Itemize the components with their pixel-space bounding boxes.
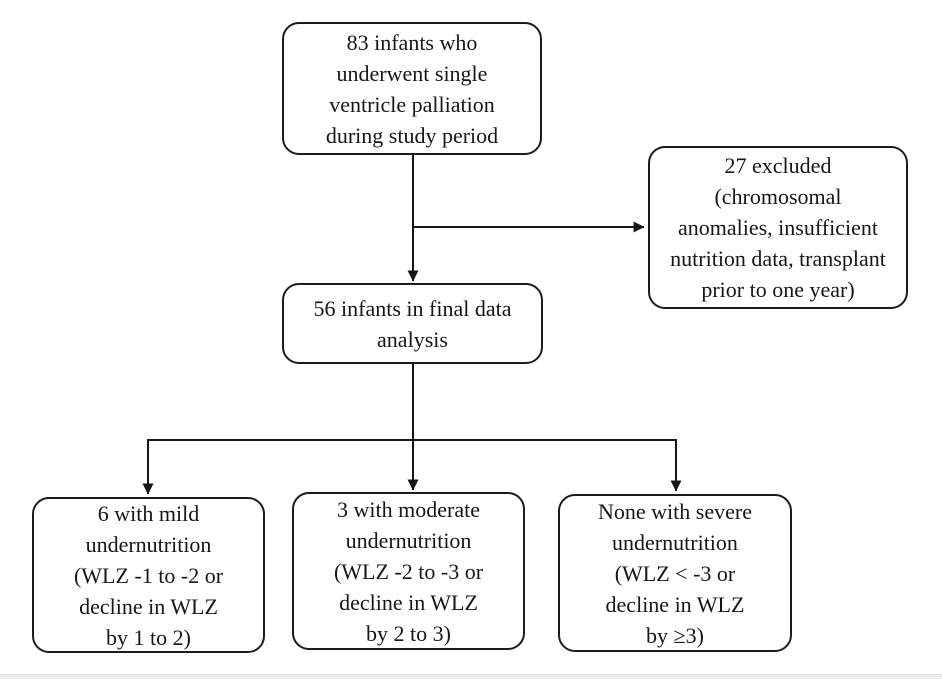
node-excluded-text: 27 excluded (chromosomal anomalies, insu… (670, 153, 886, 302)
node-enrolled-text: 83 infants who underwent single ventricl… (325, 29, 499, 148)
node-severe-undernutrition-text: None with severe undernutrition (WLZ < -… (598, 498, 752, 648)
node-excluded-box: 27 excluded (chromosomal anomalies, insu… (648, 146, 908, 309)
node-mild-undernutrition-text: 6 with mild undernutrition (WLZ -1 to -2… (73, 500, 224, 650)
node-moderate-undernutrition-box: 3 with moderate undernutrition (WLZ -2 t… (292, 492, 525, 650)
node-enrolled-box: 83 infants who underwent single ventricl… (282, 22, 542, 155)
node-mild-undernutrition-box: 6 with mild undernutrition (WLZ -1 to -2… (32, 497, 265, 653)
node-final-analysis-box: 56 infants in final data analysis (282, 283, 543, 364)
node-moderate-undernutrition-text: 3 with moderate undernutrition (WLZ -2 t… (333, 496, 484, 646)
bottom-edge-rule (0, 674, 942, 679)
node-severe-undernutrition-box: None with severe undernutrition (WLZ < -… (558, 494, 792, 652)
node-final-analysis-text: 56 infants in final data analysis (313, 295, 512, 352)
